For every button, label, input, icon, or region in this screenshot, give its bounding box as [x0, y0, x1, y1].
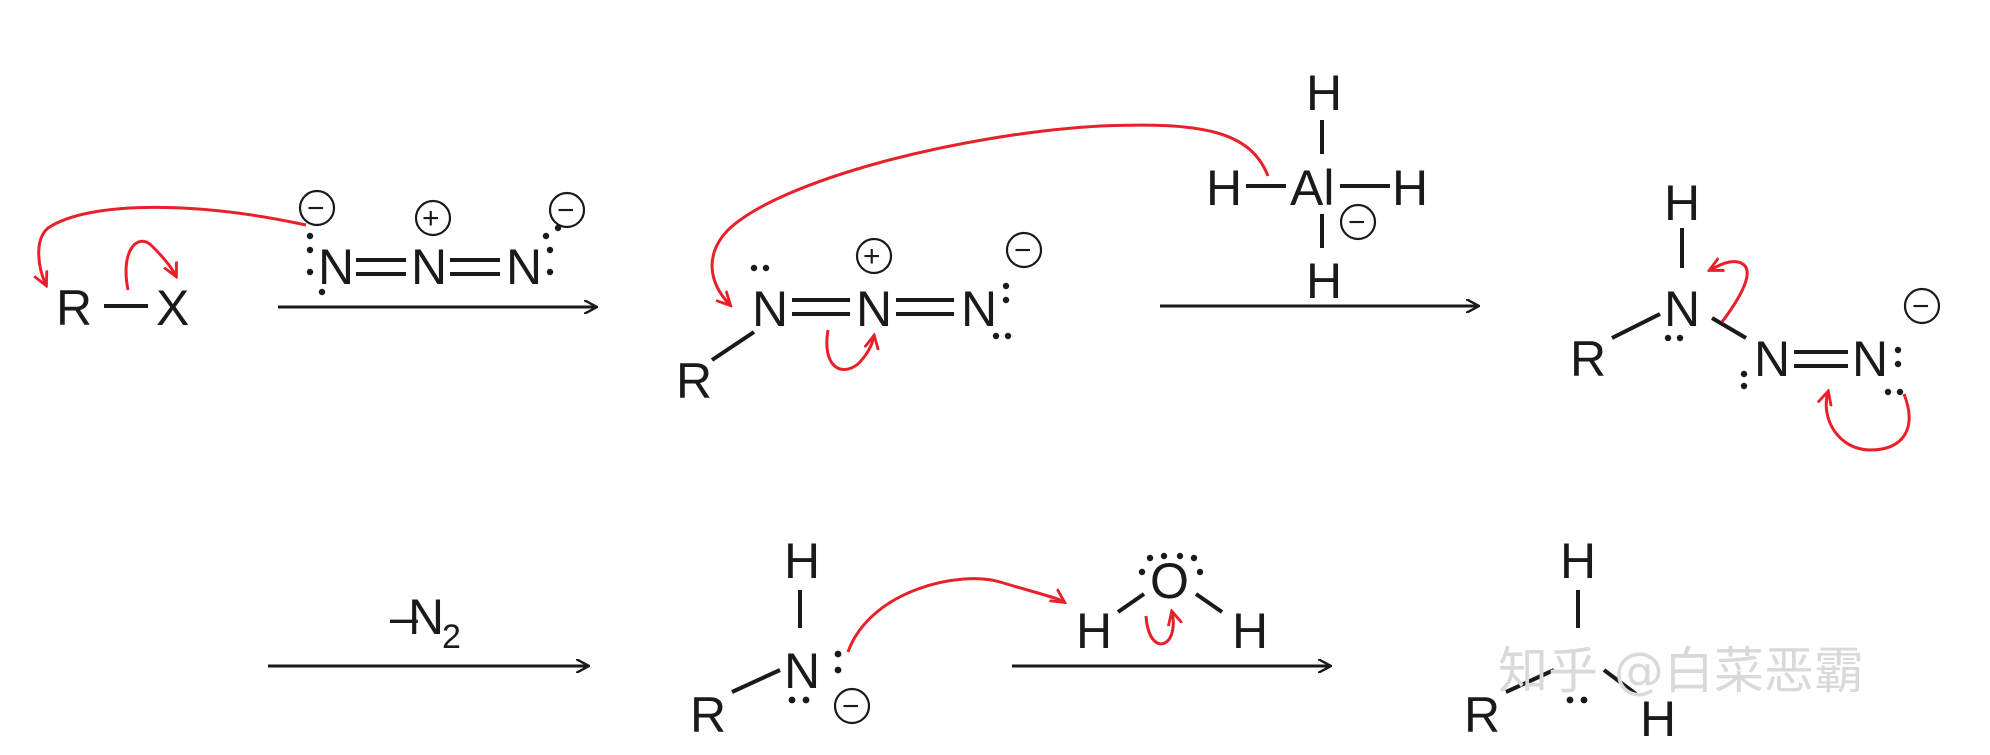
step-label-minus-n2: – N 2 [390, 589, 461, 656]
atom-H: H [1306, 65, 1342, 121]
atom-R: R [56, 280, 92, 336]
azide-N1: N [752, 281, 788, 337]
charge-minus: − [1005, 231, 1043, 269]
charge-minus: − [1903, 287, 1941, 325]
atom-R: R [690, 687, 726, 743]
atom-H: H [1664, 175, 1700, 231]
charge-minus: − [548, 191, 586, 229]
svg-text:+: + [863, 240, 881, 273]
charge-minus: − [833, 687, 871, 725]
charge-plus: + [855, 237, 893, 275]
lone-pairs [306, 224, 562, 296]
svg-text:−: − [307, 192, 325, 225]
svg-text:N: N [408, 589, 444, 645]
atom-Al: Al [1290, 160, 1334, 216]
atom-H: H [1640, 691, 1676, 747]
atom-H: H [1232, 603, 1268, 659]
azide-N2: N [856, 281, 892, 337]
reactant-alkyl-halide: R X [56, 280, 189, 336]
azide-N2: N [411, 239, 447, 295]
azide-ion: N N N − + − [298, 189, 586, 296]
lone-pairs [750, 264, 1012, 340]
lone-pairs [1664, 334, 1904, 396]
primary-amine-product: H R H [1464, 533, 1676, 747]
atom-X: X [156, 280, 189, 336]
lone-pairs [1138, 552, 1204, 576]
azide-N3: N [961, 281, 997, 337]
azo-N2: N [1852, 331, 1888, 387]
bond-N-N [1710, 316, 1748, 340]
curved-arrow-leaving-group [124, 239, 176, 291]
curved-arrow-n2-loss [1826, 392, 1911, 452]
charge-minus: − [1339, 203, 1377, 241]
svg-text:−: − [842, 690, 860, 723]
svg-text:–: – [390, 589, 418, 645]
azide-N1: N [318, 239, 354, 295]
lone-pairs [1566, 696, 1588, 704]
bond-R-N [731, 668, 781, 694]
atom-R: R [1464, 687, 1500, 743]
atom-H: H [1560, 533, 1596, 589]
svg-text:−: − [1348, 206, 1366, 239]
atom-O: O [1150, 553, 1189, 609]
atom-H: H [1206, 160, 1242, 216]
bond-N-H [1602, 668, 1638, 696]
water-molecule: O H H [1076, 552, 1268, 659]
charge-minus: − [298, 189, 336, 227]
svg-text:−: − [1014, 234, 1032, 267]
lone-pairs [788, 650, 842, 704]
curved-arrow-attack [39, 205, 307, 285]
atom-R: R [676, 353, 712, 409]
amine-N: N [1664, 281, 1700, 337]
curved-arrow-deprotonation [846, 577, 1064, 653]
alkyl-azide: R N N N + − [676, 231, 1043, 409]
svg-text:+: + [422, 202, 440, 235]
azo-N1: N [1754, 331, 1790, 387]
bond-R-N [1611, 312, 1661, 340]
atom-H: H [784, 533, 820, 589]
watermark: 知乎 @白菜恶霸 [1498, 642, 1864, 700]
bond-R-N [1505, 668, 1555, 694]
atom-R: R [1570, 331, 1606, 387]
aluminum-hydride: H H Al H H − [1206, 65, 1428, 309]
azide-N3: N [506, 239, 542, 295]
svg-text:−: − [1912, 290, 1930, 323]
triazene-anion: H N R N N − [1570, 175, 1941, 396]
amide-N: N [784, 643, 820, 699]
curved-arrow-oh-bond [1144, 612, 1173, 646]
bond-R-N [710, 330, 756, 362]
atom-H: H [1306, 253, 1342, 309]
atom-H: H [1392, 160, 1428, 216]
curved-arrow-pi-bond [825, 329, 874, 371]
bond-O-H [1194, 592, 1224, 614]
svg-text:2: 2 [442, 618, 461, 656]
bond-O-H [1116, 592, 1146, 614]
charge-plus: + [414, 199, 452, 237]
curved-arrow-hydride [710, 123, 1270, 305]
amide-anion: H N R − [690, 533, 871, 743]
atom-H: H [1076, 603, 1112, 659]
curved-arrow-proton [1710, 262, 1749, 323]
svg-text:−: − [557, 194, 575, 227]
